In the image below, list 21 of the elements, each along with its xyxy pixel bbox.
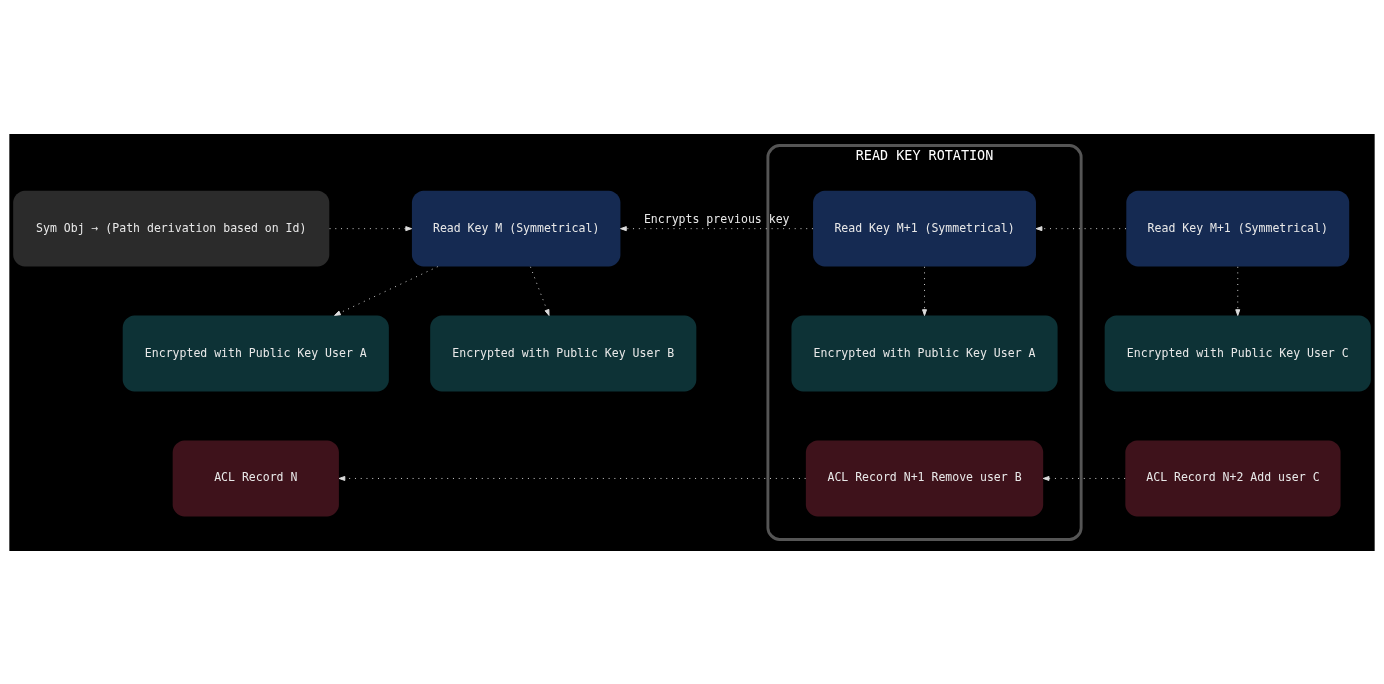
node-box: Encrypted with Public Key User A [791,315,1058,391]
arrow [1235,265,1241,316]
arrow [620,225,814,231]
edge-label: Encrypts previous key [643,210,790,225]
node-box: Encrypted with Public Key User C [1104,315,1371,391]
node-box: ACL Record N [172,440,339,516]
arrow [338,475,807,481]
arrow [922,265,927,316]
node-box: Read Key M+1 (Symmetrical) [813,190,1036,267]
node-box: Encrypted with Public Key User A [122,315,389,391]
node-box: ACL Record N+2 Add user C [1125,440,1341,516]
node-box: ACL Record N+1 Remove user B [805,440,1044,516]
arrow [1035,225,1127,231]
node-box: Sym Obj → (Path derivation based on Id) [13,190,330,267]
arrow [334,265,439,316]
arrow [529,265,550,316]
arrow [329,225,413,231]
node-box: Read Key M (Symmetrical) [411,190,621,267]
arrow [1042,475,1126,481]
node-box: Read Key M+1 (Symmetrical) [1126,190,1350,267]
node-box: Encrypted with Public Key User B [430,315,697,391]
